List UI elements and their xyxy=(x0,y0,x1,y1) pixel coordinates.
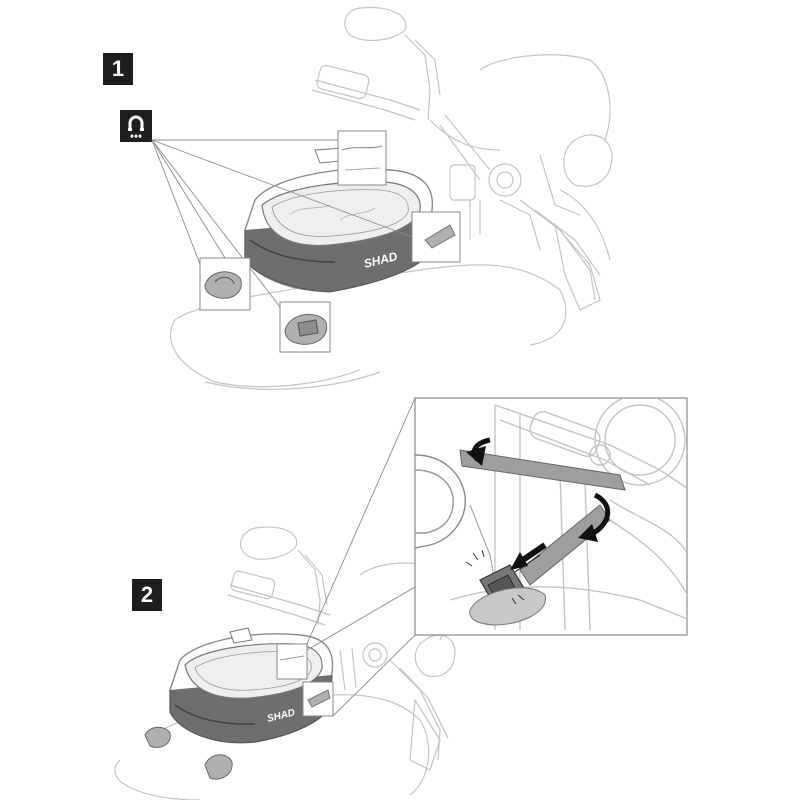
detail-box-step2-top xyxy=(276,643,308,680)
curved-arrow-icon xyxy=(466,437,611,573)
detail-box-left xyxy=(199,257,251,311)
strap-detail-box xyxy=(414,397,688,636)
detail-box-right xyxy=(411,211,461,263)
tank-bag-step2: SHAD xyxy=(144,627,334,780)
detail-box-step2-right xyxy=(302,681,334,717)
zoom-lines xyxy=(306,397,416,717)
step-1-badge: 1 xyxy=(103,53,133,85)
detail-box-top xyxy=(337,130,387,186)
magnet-callout-lines xyxy=(151,139,413,321)
detail-box-bottom xyxy=(279,301,331,353)
click-marks xyxy=(465,549,525,605)
tank-bag-step1: SHAD xyxy=(244,147,434,293)
step-2-badge: 2 xyxy=(132,579,162,611)
magnet-icon xyxy=(120,110,152,142)
